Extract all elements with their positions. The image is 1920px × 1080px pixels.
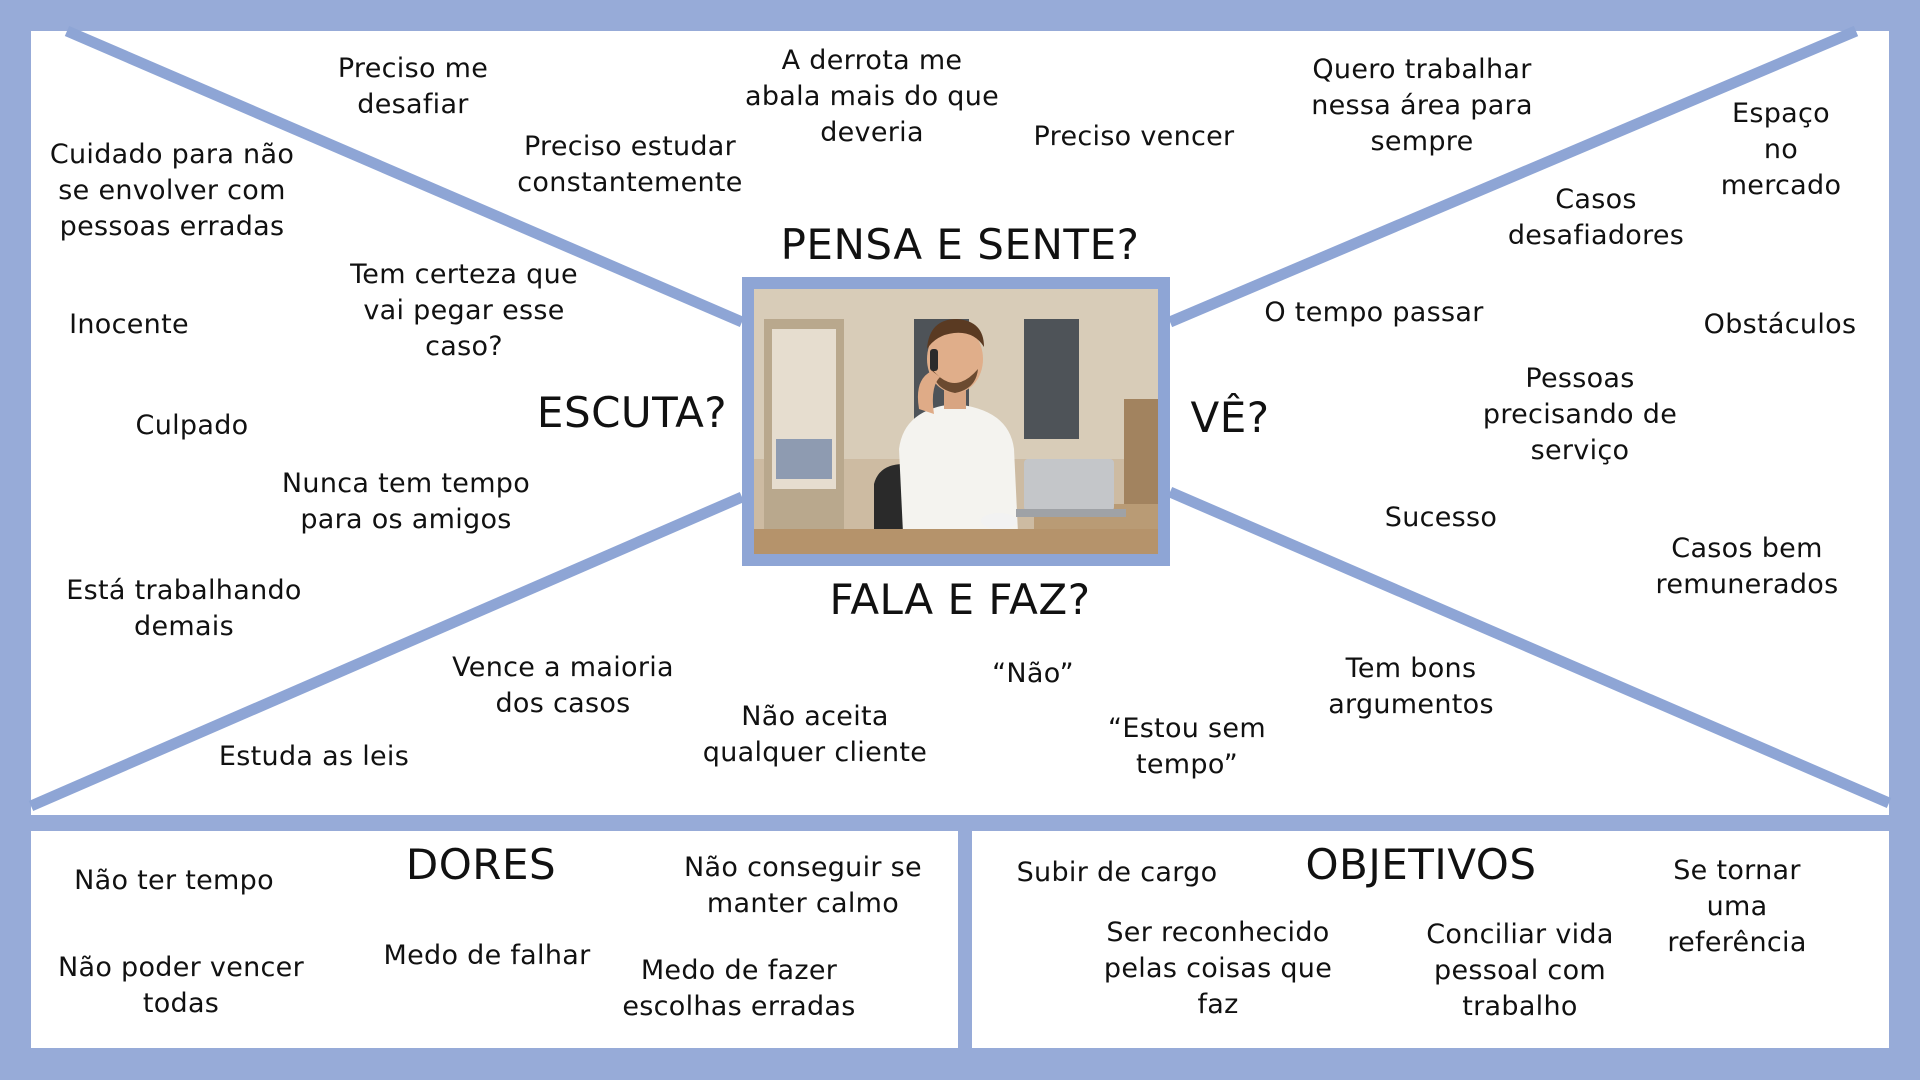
thinks-note: A derrota me abala mais do que deveria [744,45,1000,148]
heading-goals: OBJETIVOS [1305,840,1537,889]
sees-note: Casos bem remunerados [1655,533,1839,600]
persona-photo-frame [742,277,1170,566]
sees-note: Sucesso [1384,502,1498,533]
hears-note: Nunca tem tempo para os amigos [281,468,531,535]
says-note: Não aceita qualquer cliente [702,701,928,768]
heading-pains: DORES [405,840,557,889]
thinks-note: Preciso me desafiar [337,53,489,120]
hears-note: Tem certeza que vai pegar esse caso? [350,259,578,362]
says-note: Estuda as leis [218,741,410,772]
pains-note: Não ter tempo [74,865,274,896]
hears-note: Culpado [135,410,249,441]
says-note: Vence a maioria dos casos [452,652,674,719]
hears-note: Inocente [69,309,189,340]
thinks-note: Preciso vencer [1033,121,1235,152]
heading-hears: ESCUTA? [536,388,728,437]
sees-note: Espaço no mercado [1720,98,1842,201]
pains-note: Medo de fazer escolhas erradas [622,955,856,1022]
heading-thinks-feels: PENSA E SENTE? [780,220,1140,269]
says-note: “Estou sem tempo” [1108,713,1266,780]
sees-note: Obstáculos [1703,309,1857,340]
says-note: Tem bons argumentos [1328,653,1494,720]
goals-note: Ser reconhecido pelas coisas que faz [1103,917,1333,1020]
sees-note: O tempo passar [1264,297,1484,328]
pains-note: Não poder vencer todas [58,952,304,1019]
pains-panel [31,831,958,1048]
goals-note: Subir de cargo [1016,857,1218,888]
heading-sees: VÊ? [1190,393,1270,442]
thinks-note: Preciso estudar constantemente [517,131,743,198]
sees-note: Casos desafiadores [1507,184,1685,251]
heading-says-does: FALA E FAZ? [829,575,1091,624]
pains-note: Não conseguir se manter calmo [684,852,922,919]
goals-note: Se tornar uma referência [1667,855,1807,958]
goals-note: Conciliar vida pessoal com trabalho [1426,919,1614,1022]
goals-panel [972,831,1889,1048]
says-note: “Não” [992,658,1074,689]
sees-note: Pessoas precisando de serviço [1482,363,1678,466]
sees-note: Quero trabalhar nessa área para sempre [1311,54,1533,157]
hears-note: Está trabalhando demais [66,575,302,642]
pains-note: Medo de falhar [383,940,591,971]
divider-line-bottom-right [1167,486,1892,809]
person-on-phone-photo-icon [754,289,1158,554]
divider-line-bottom-left [28,491,745,812]
divider-line-top-left [64,25,745,328]
divider-line-top-right [1167,25,1859,328]
hears-note: Cuidado para não se envolver com pessoas… [49,139,295,242]
